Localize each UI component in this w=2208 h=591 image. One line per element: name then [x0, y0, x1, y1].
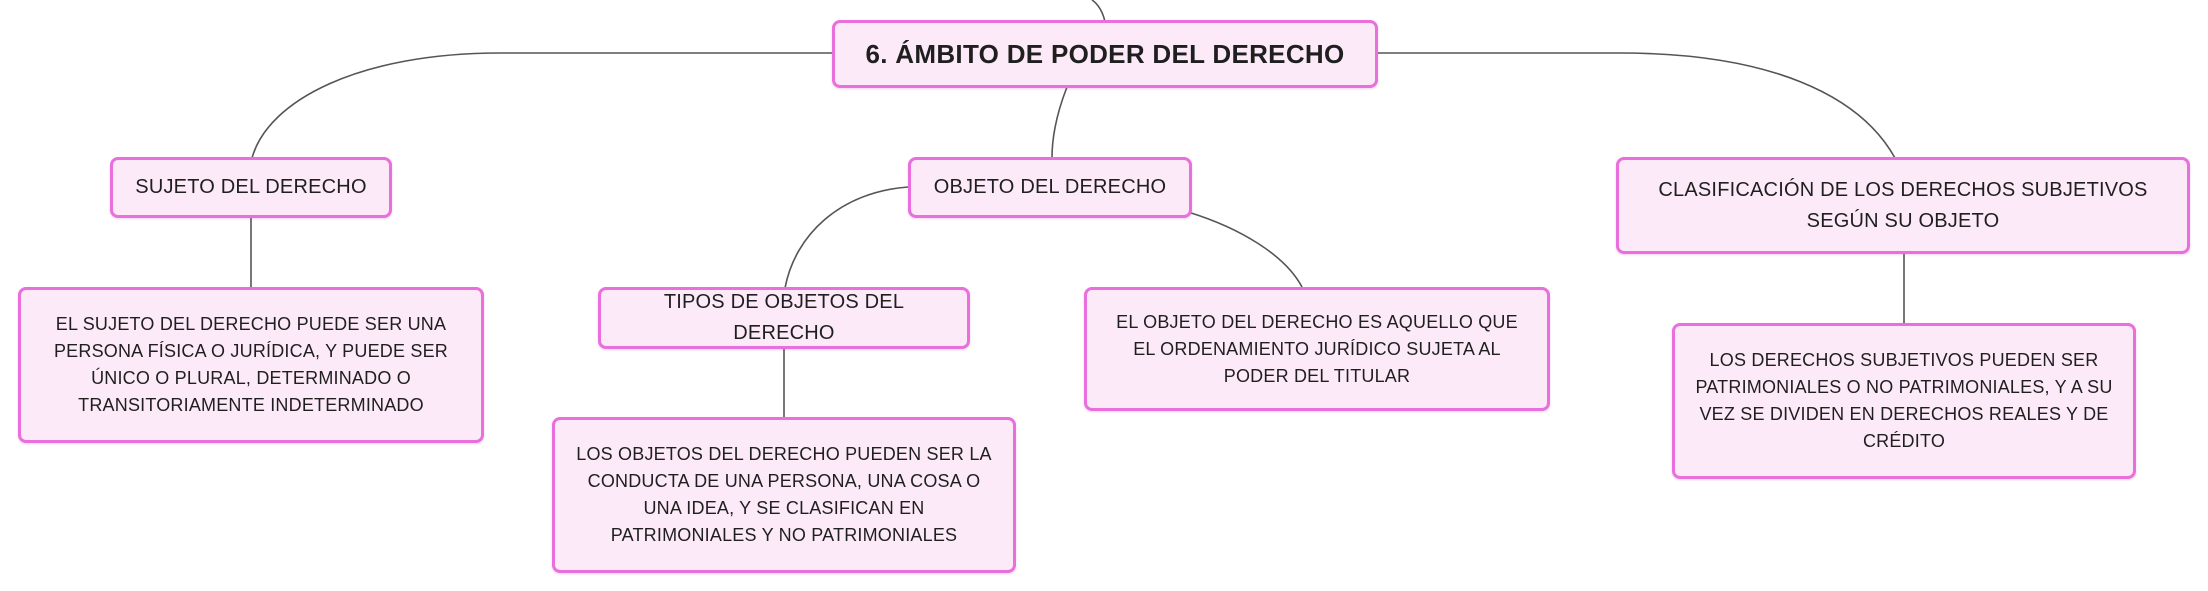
topic-node-clasificacion[interactable]: CLASIFICACIÓN DE LOS DERECHOS SUBJETIVOS… [1616, 157, 2190, 254]
connector-root-to-clasificacion [1378, 52, 1896, 159]
detail-node-objeto[interactable]: EL OBJETO DEL DERECHO ES AQUELLO QUE EL … [1084, 287, 1550, 411]
detail-node-clasificacion[interactable]: LOS DERECHOS SUBJETIVOS PUEDEN SER PATRI… [1672, 323, 2136, 479]
root-node-label: 6. ÁMBITO DE PODER DEL DERECHO [865, 38, 1345, 69]
topic-node-sujeto[interactable]: SUJETO DEL DERECHO [110, 157, 392, 218]
topic-node-sujeto-label: SUJETO DEL DERECHO [135, 176, 367, 198]
detail-node-sujeto[interactable]: EL SUJETO DEL DERECHO PUEDE SER UNA PERS… [18, 287, 484, 443]
connector-objeto-to-detail [1187, 211, 1303, 288]
connector-root-to-objeto [1051, 86, 1068, 159]
subtopic-node-tipos-label: TIPOS DE OBJETOS DEL DERECHO [663, 291, 905, 344]
connector-root-to-sujeto [251, 52, 832, 159]
root-node[interactable]: 6. ÁMBITO DE PODER DEL DERECHO [832, 20, 1378, 88]
topic-node-objeto-label: OBJETO DEL DERECHO [933, 176, 1167, 198]
detail-node-tipos[interactable]: LOS OBJETOS DEL DERECHO PUEDEN SER LA CO… [552, 417, 1016, 573]
detail-node-tipos-text: LOS OBJETOS DEL DERECHO PUEDEN SER LA CO… [576, 444, 992, 545]
topic-node-objeto[interactable]: OBJETO DEL DERECHO [908, 157, 1192, 218]
connector-parent-to-root [1091, 0, 1106, 23]
detail-node-objeto-text: EL OBJETO DEL DERECHO ES AQUELLO QUE EL … [1116, 311, 1518, 386]
subtopic-node-tipos[interactable]: TIPOS DE OBJETOS DEL DERECHO [598, 287, 970, 349]
topic-node-clasificacion-label: CLASIFICACIÓN DE LOS DERECHOS SUBJETIVOS… [1658, 178, 2148, 232]
detail-node-clasificacion-text: LOS DERECHOS SUBJETIVOS PUEDEN SER PATRI… [1695, 350, 2113, 451]
connector-objeto-to-tipos [784, 186, 909, 289]
detail-node-sujeto-text: EL SUJETO DEL DERECHO PUEDE SER UNA PERS… [53, 314, 449, 415]
